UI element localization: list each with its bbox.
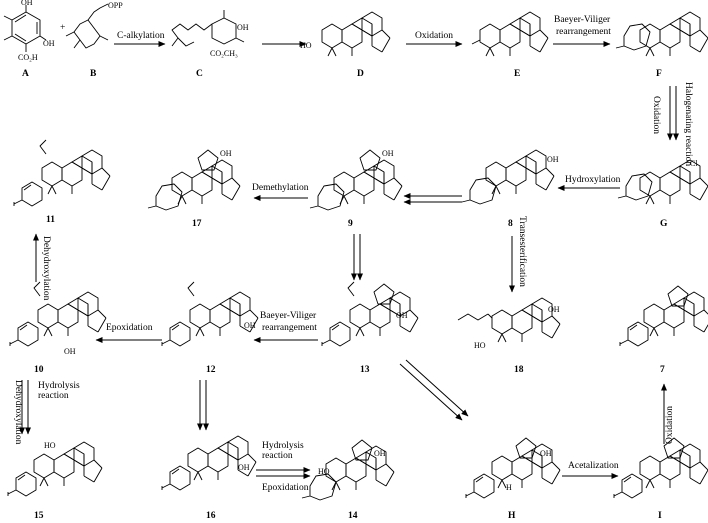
atom-co2h-a: CO₂H bbox=[18, 53, 38, 62]
molecule-9 bbox=[309, 149, 403, 211]
atom-ho-14: HO bbox=[318, 467, 330, 476]
step-hydrolysis-2-line1: Hydrolysis bbox=[262, 441, 304, 451]
molecule-11 bbox=[13, 139, 111, 207]
atom-opp: OPP bbox=[108, 1, 123, 10]
label-8: 8 bbox=[508, 219, 513, 229]
step-baeyer-1-line2: rearrangement bbox=[556, 27, 611, 37]
label-I: I bbox=[658, 511, 662, 521]
step-hydroxylation: Hydroxylation bbox=[565, 175, 621, 185]
molecule-10 bbox=[9, 281, 107, 347]
step-demethylation: Demethylation bbox=[252, 183, 309, 193]
plus-sign: + bbox=[60, 23, 65, 33]
atom-ho-d: HO bbox=[300, 41, 312, 50]
label-12: 12 bbox=[206, 365, 216, 375]
molecule-18 bbox=[457, 297, 561, 343]
step-dehydroxylation-1: Dehydroxylation bbox=[41, 236, 51, 301]
molecule-E bbox=[471, 11, 549, 57]
label-15: 15 bbox=[34, 511, 44, 521]
label-E: E bbox=[514, 69, 520, 79]
label-14: 14 bbox=[348, 511, 358, 521]
step-c-alkylation: C-alkylation bbox=[117, 31, 165, 41]
atom-oh-17: OH bbox=[220, 149, 232, 158]
label-18: 18 bbox=[514, 365, 524, 375]
molecule-7 bbox=[619, 285, 708, 347]
step-baeyer-2-line1: Baeyer-Viliger bbox=[260, 311, 317, 321]
step-epoxidation-2: Epoxidation bbox=[262, 483, 309, 493]
label-10: 10 bbox=[34, 365, 44, 375]
label-13: 13 bbox=[360, 365, 370, 375]
atom-ho-18: HO bbox=[474, 341, 486, 350]
molecule-17 bbox=[147, 149, 241, 211]
molecule-D bbox=[321, 11, 391, 57]
label-F: F bbox=[656, 69, 662, 79]
step-baeyer-1-line1: Baeyer-Viliger bbox=[554, 15, 611, 25]
step-hydrolysis-1-line2: reaction bbox=[38, 391, 69, 401]
atom-oh-18: OH bbox=[548, 305, 560, 314]
label-B: B bbox=[90, 69, 97, 79]
atom-oh-12: OH bbox=[244, 321, 256, 330]
atom-ho-15: HO bbox=[44, 441, 56, 450]
atom-oh-13: OH bbox=[396, 311, 408, 320]
molecule-13 bbox=[321, 281, 419, 347]
step-baeyer-2-line2: rearrangement bbox=[262, 323, 317, 333]
step-dehydroxylation-2: Dehydroxylation bbox=[13, 380, 23, 445]
molecule-C bbox=[171, 10, 245, 47]
label-11: 11 bbox=[46, 215, 55, 225]
arrow-13-to-h-2 bbox=[405, 359, 469, 417]
atom-oh-9: OH bbox=[382, 149, 394, 158]
molecule-8 bbox=[461, 149, 555, 205]
arrow-13-to-h-1 bbox=[399, 363, 463, 421]
atom-h-h: H bbox=[506, 483, 512, 492]
step-hydrolysis-1-line1: Hydrolysis bbox=[38, 381, 80, 391]
molecule-H bbox=[465, 437, 561, 499]
molecule-F bbox=[615, 11, 708, 57]
step-oxidation-2: Oxidation bbox=[651, 96, 661, 134]
atom-co2ch3-c: CO₂CH₃ bbox=[210, 49, 238, 58]
atom-oh-10: OH bbox=[64, 347, 76, 356]
label-9: 9 bbox=[348, 219, 353, 229]
label-D: D bbox=[357, 69, 364, 79]
step-oxidation-1: Oxidation bbox=[415, 31, 453, 41]
step-transesterification: Transesterification bbox=[517, 216, 528, 287]
atom-oh-a: OH bbox=[21, 0, 33, 7]
atom-oh-h: OH bbox=[540, 449, 552, 458]
step-acetalization: Acetalization bbox=[568, 461, 619, 471]
label-G: G bbox=[660, 219, 668, 229]
molecule-A bbox=[3, 5, 47, 52]
step-epoxidation-1: Epoxidation bbox=[106, 323, 153, 333]
molecule-15 bbox=[7, 441, 103, 497]
label-17: 17 bbox=[192, 219, 202, 229]
atom-cl-g: Cl bbox=[690, 159, 698, 168]
step-hydrolysis-2-line2: reaction bbox=[262, 451, 293, 461]
atom-oh-8: OH bbox=[547, 155, 559, 164]
atom-oh-a2: OH bbox=[43, 39, 55, 48]
molecule-B bbox=[65, 3, 109, 49]
label-H: H bbox=[508, 511, 516, 521]
label-7: 7 bbox=[660, 365, 665, 375]
atom-oh-16: OH bbox=[238, 463, 250, 472]
label-16: 16 bbox=[206, 511, 216, 521]
atom-oh-14: OH bbox=[374, 449, 386, 458]
label-A: A bbox=[22, 69, 29, 79]
step-oxidation-3: Oxidation bbox=[665, 406, 675, 444]
label-C: C bbox=[196, 69, 203, 79]
molecule-12 bbox=[161, 281, 259, 347]
molecule-I bbox=[613, 437, 708, 499]
step-halogenating: Halogenating reaction bbox=[683, 82, 693, 166]
atom-oh-c: OH bbox=[237, 23, 249, 32]
